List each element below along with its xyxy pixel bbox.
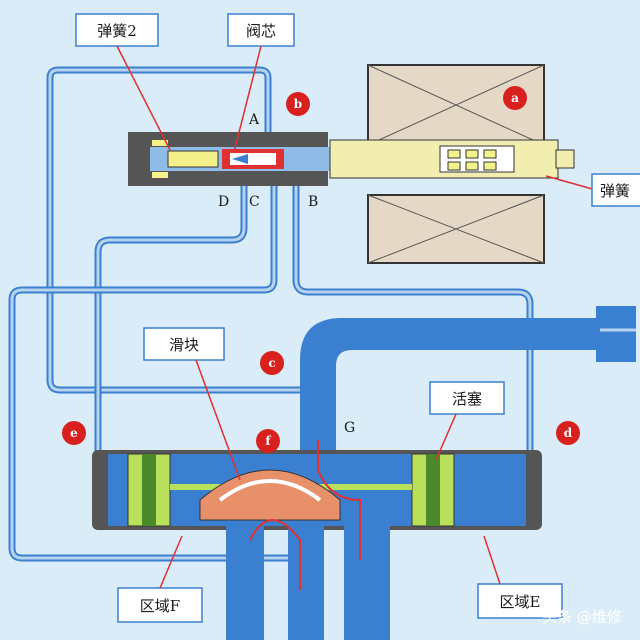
svg-text:a: a <box>511 91 519 105</box>
main-inlet-pipe <box>300 306 636 460</box>
main-valve-body <box>92 450 542 530</box>
watermark: 头条 @维修 <box>542 608 622 626</box>
marker-a: a <box>503 86 527 110</box>
svg-text:滑块: 滑块 <box>169 336 199 354</box>
callout-spring-right: 弹簧 <box>545 173 640 207</box>
callout-piston: 活塞 <box>429 381 505 461</box>
svg-text:区域E: 区域E <box>500 593 541 611</box>
svg-text:f: f <box>265 434 271 448</box>
svg-text:活塞: 活塞 <box>452 390 482 408</box>
marker-c: c <box>260 351 284 375</box>
svg-text:d: d <box>564 426 573 440</box>
port-a-label: A <box>248 112 260 128</box>
pilot-valve-body <box>128 132 575 186</box>
port-d-label: D <box>218 194 229 210</box>
svg-text:弹簧2: 弹簧2 <box>97 22 137 40</box>
marker-d: d <box>556 421 580 445</box>
callout-valve-core: 阀芯 <box>227 13 295 153</box>
marker-b: b <box>286 92 310 116</box>
svg-text:区域F: 区域F <box>140 597 180 615</box>
marker-e: e <box>62 421 86 445</box>
port-b-label: B <box>308 194 318 210</box>
callout-zone-e: 区域E <box>477 535 563 619</box>
svg-text:b: b <box>294 97 302 111</box>
svg-text:e: e <box>70 426 78 440</box>
callout-slider: 滑块 <box>143 327 241 481</box>
svg-text:弹簧: 弹簧 <box>600 182 630 200</box>
callout-zone-f: 区域F <box>117 535 203 623</box>
svg-text:阀芯: 阀芯 <box>246 22 276 40</box>
pilot-pipes <box>8 66 534 590</box>
port-g-label: G <box>344 420 355 436</box>
marker-f: f <box>256 429 280 453</box>
outlet-pipes <box>226 440 390 640</box>
port-c-label: C <box>249 194 260 210</box>
svg-text:c: c <box>268 356 275 370</box>
callout-spring2: 弹簧2 <box>75 13 171 151</box>
